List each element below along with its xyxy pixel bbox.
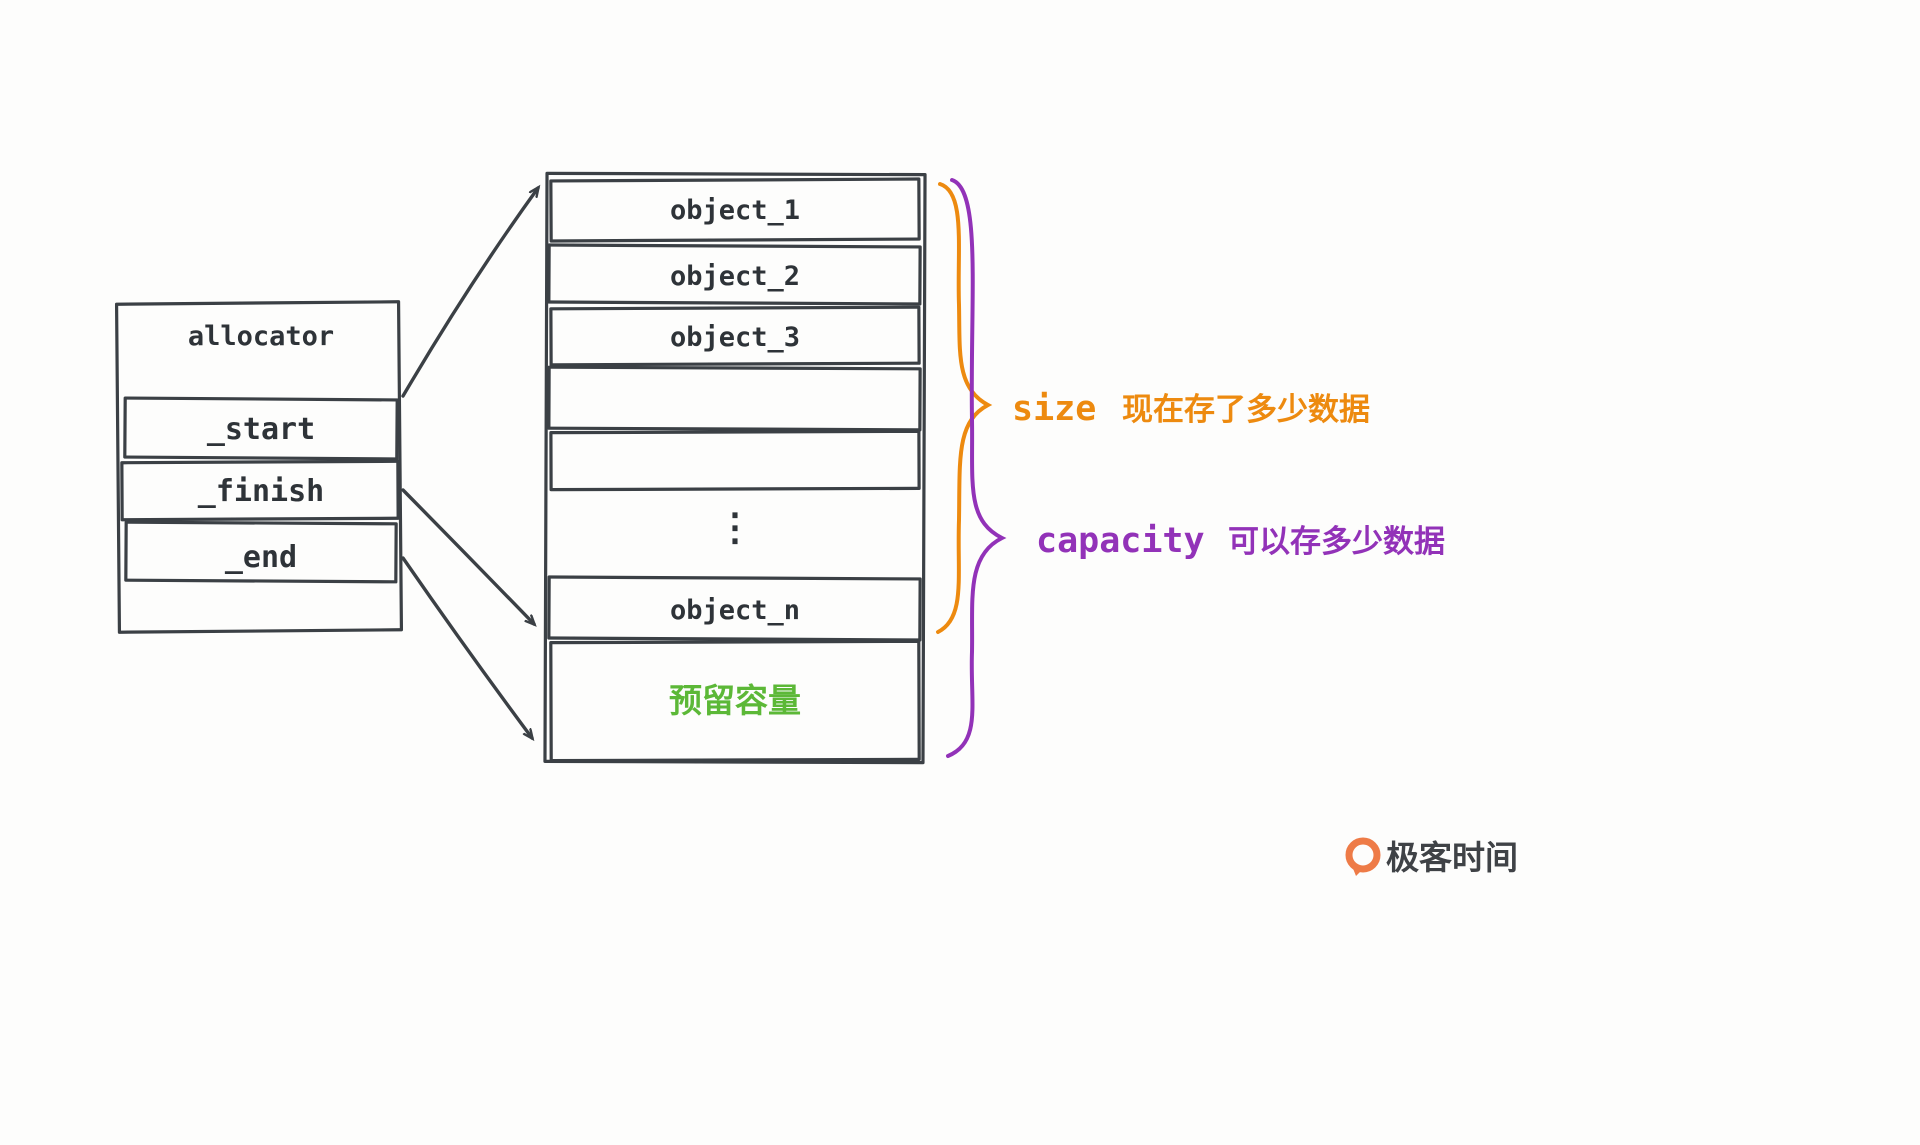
cell-2-label: object_2	[670, 261, 800, 292]
cell-3-label: object_3	[670, 322, 800, 353]
field-end-label: _end	[225, 540, 297, 575]
memory-cell	[549, 429, 921, 492]
cell-n-border	[547, 575, 922, 642]
stack-outer-border	[543, 171, 927, 765]
memory-cell: object_3	[549, 305, 921, 367]
allocator-field-row: _start	[123, 396, 399, 461]
stack-ellipsis: ⋮	[716, 505, 754, 549]
start-pointer-arrow	[401, 188, 538, 398]
size-description: 现在存了多少数据	[1122, 392, 1370, 428]
field-finish-border	[120, 459, 400, 522]
allocator-field-row: _finish	[120, 459, 400, 522]
brand-logo: 极客时间	[1345, 837, 1518, 877]
finish-pointer-arrow	[401, 488, 534, 624]
reserved-cell-label: 预留容量	[669, 681, 801, 720]
reserved-cell: 预留容量	[549, 639, 921, 763]
size-brace	[936, 182, 993, 634]
end-pointer-arrow	[401, 556, 532, 738]
field-finish-label: _finish	[198, 474, 324, 509]
cell-2-border	[547, 243, 922, 306]
allocator-outer-border	[114, 300, 404, 634]
memory-cell: object_n	[547, 575, 922, 642]
allocator-box: allocator _start _finish _end	[114, 300, 404, 634]
field-start-border	[123, 396, 399, 461]
allocator-field-row: _end	[124, 520, 398, 584]
cell-n-label: object_n	[670, 595, 800, 626]
field-end-border	[124, 520, 398, 584]
field-start-label: _start	[207, 412, 315, 447]
cell-1-label: object_1	[670, 195, 800, 226]
reserved-cell-border	[549, 639, 921, 763]
capacity-description: 可以存多少数据	[1228, 524, 1445, 560]
cell-empty-2-border	[549, 429, 921, 492]
memory-stack: object_1 object_2 object_3 ⋮ object_n	[543, 171, 927, 765]
cell-3-border	[549, 305, 921, 367]
brand-logo-text: 极客时间	[1386, 838, 1518, 877]
cell-1-border	[549, 177, 921, 243]
capacity-brace	[946, 178, 1007, 758]
cell-empty-1-border	[547, 365, 922, 432]
memory-cell	[547, 365, 922, 432]
allocator-title: allocator	[188, 321, 334, 352]
memory-cell: object_1	[549, 177, 921, 243]
memory-cell: object_2	[547, 243, 922, 306]
size-keyword: size	[1012, 389, 1096, 429]
brand-logo-icon	[1345, 837, 1381, 876]
capacity-keyword: capacity	[1036, 521, 1205, 561]
